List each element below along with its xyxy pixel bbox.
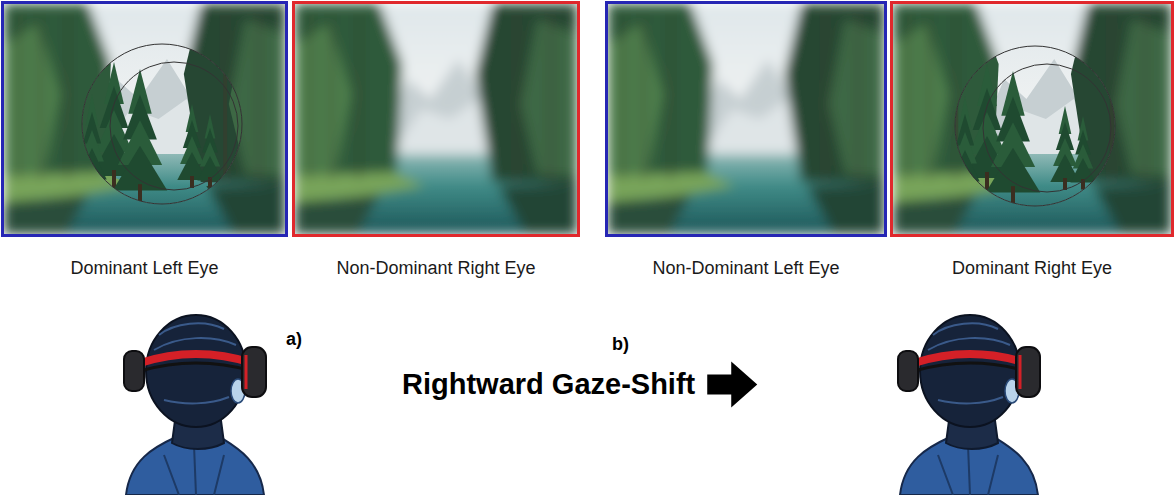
vr-user-figure <box>898 315 1040 495</box>
gaze-shift-arrow <box>707 361 757 407</box>
eye-view-panel: Dominant Right Eye <box>890 1 1174 237</box>
focus-ring <box>955 46 1115 206</box>
transition-label: Rightward Gaze-Shift <box>402 367 695 402</box>
eye-caption: Non-Dominant Right Eye <box>336 258 535 280</box>
vr-user-figure <box>124 315 266 495</box>
panel-letter: a) <box>286 329 302 351</box>
focus-ring <box>110 62 238 190</box>
eye-caption: Non-Dominant Left Eye <box>652 258 839 280</box>
panel-letter: b) <box>612 334 629 356</box>
scene-illustration <box>893 4 1171 234</box>
focus-ring <box>82 44 242 204</box>
scene-illustration <box>295 4 577 234</box>
scene-illustration <box>4 4 285 234</box>
eye-caption: Dominant Right Eye <box>952 258 1112 280</box>
scene-illustration <box>608 4 884 234</box>
focus-ring <box>983 64 1111 192</box>
eye-caption: Dominant Left Eye <box>70 258 218 280</box>
eye-view-panel: Non-Dominant Left Eye <box>605 1 887 237</box>
eye-view-panel: Dominant Left Eye <box>1 1 288 237</box>
eye-view-panel: Non-Dominant Right Eye <box>292 1 580 237</box>
